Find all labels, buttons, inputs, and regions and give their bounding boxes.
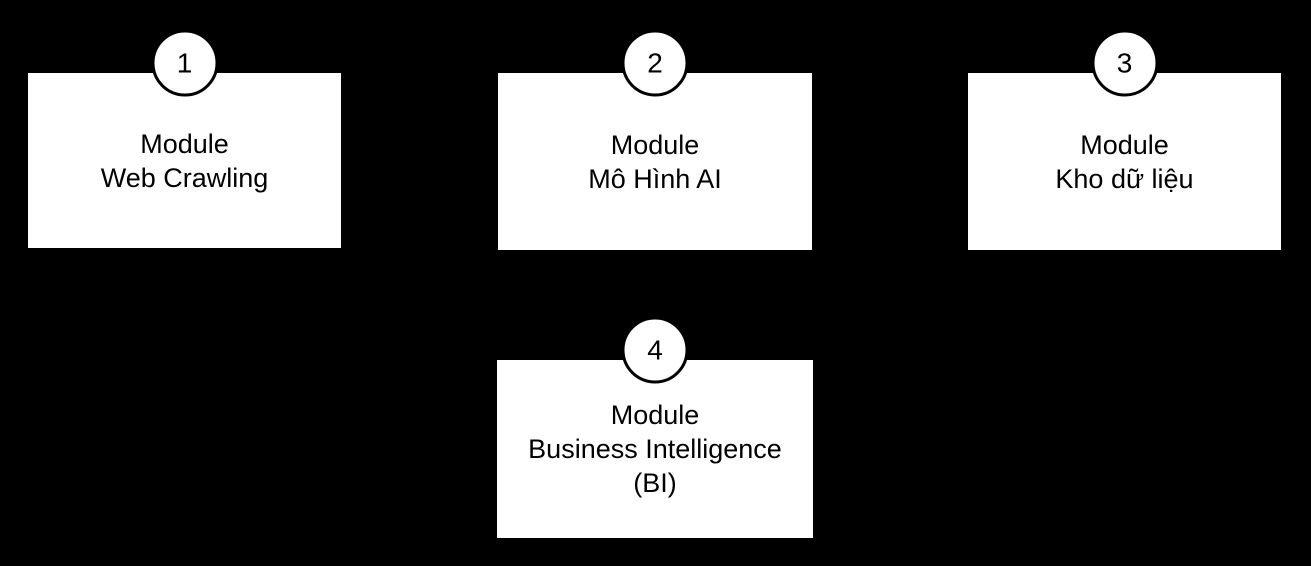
module-node-mo-hinh-ai: 2 Module Mô Hình AI [496, 29, 814, 252]
module-label: Module Web Crawling [28, 73, 341, 248]
module-label-line: Module [1080, 129, 1169, 160]
module-node-kho-du-lieu: 3 Module Kho dữ liệu [966, 29, 1283, 252]
module-label-line: (BI) [633, 468, 677, 498]
step-number: 4 [647, 334, 663, 365]
module-node-business-intelligence: 4 Module Business Intelligence (BI) [495, 316, 815, 540]
module-label-line: Module [610, 400, 700, 430]
module-label-line: Business Intelligence [528, 434, 782, 464]
step-number-badge: 3 [1091, 29, 1158, 97]
module-label-line: Module [140, 128, 229, 159]
step-number-badge: 2 [621, 29, 689, 97]
module-label: Module Kho dữ liệu [968, 73, 1281, 250]
module-label: Module Business Intelligence (BI) [497, 360, 813, 538]
step-number-badge: 1 [151, 29, 218, 97]
step-number: 3 [1116, 47, 1133, 78]
module-label-line: Mô Hình AI [588, 163, 722, 194]
module-label-line: Kho dữ liệu [1055, 163, 1194, 194]
module-label-line: Module [610, 129, 700, 160]
module-label: Module Mô Hình AI [498, 73, 812, 250]
step-number: 1 [176, 47, 193, 78]
step-number-badge: 4 [621, 316, 689, 384]
module-label-line: Web Crawling [100, 162, 269, 193]
module-node-web-crawling: 1 Module Web Crawling [26, 29, 343, 250]
step-number: 2 [647, 47, 663, 78]
